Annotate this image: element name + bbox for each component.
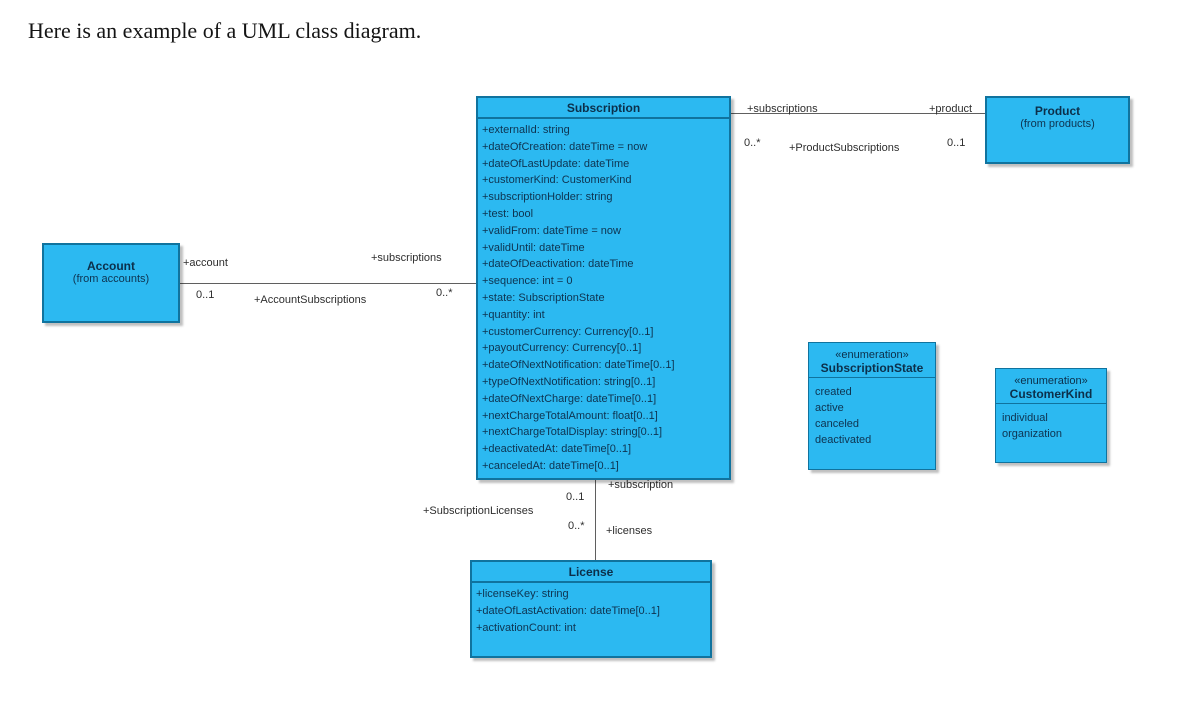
- attribute-list: +externalId: string +dateOfCreation: date…: [478, 119, 729, 478]
- enum-literal: deactivated: [815, 434, 872, 446]
- role-label-account: +account: [183, 257, 228, 269]
- attribute: +customerCurrency: Currency[0..1]: [482, 325, 654, 338]
- class-license: License +licenseKey: string +dateOfLastAc…: [470, 560, 712, 658]
- multiplicity-label-subscriptions-left: 0..*: [436, 287, 453, 299]
- enum-title: CustomerKind: [1009, 387, 1093, 401]
- attribute: +activationCount: int: [476, 621, 576, 634]
- class-header: Subscription: [478, 98, 729, 119]
- class-header: Account (from accounts): [44, 245, 178, 285]
- association-name-label-account-subscriptions: +AccountSubscriptions: [254, 294, 367, 306]
- enum-literal-list: individual organization: [996, 404, 1106, 448]
- attribute: +typeOfNextNotification: string[0..1]: [482, 375, 656, 388]
- enum-stereotype: «enumeration»: [835, 349, 909, 361]
- enum-stereotype: «enumeration»: [1014, 375, 1088, 387]
- multiplicity-label-licenses: 0..*: [568, 520, 585, 532]
- role-label-subscriptions-left: +subscriptions: [371, 252, 442, 264]
- association-name-label-product-subscriptions: +ProductSubscriptions: [789, 142, 900, 154]
- attribute: +licenseKey: string: [476, 588, 569, 600]
- enum-title: SubscriptionState: [820, 361, 924, 375]
- class-header: Product (from products): [987, 98, 1128, 130]
- page-heading: Here is an example of a UML class diagra…: [28, 18, 422, 43]
- attribute: +validFrom: dateTime = now: [482, 224, 621, 237]
- enum-literal-list: created active canceled deactivated: [809, 378, 935, 454]
- role-label-subscriptions-top: +subscriptions: [747, 103, 818, 115]
- enum-customer-kind: «enumeration» CustomerKind individual org…: [995, 368, 1107, 463]
- role-label-licenses: +licenses: [606, 525, 653, 537]
- attribute-list: +licenseKey: string +dateOfLastActivation…: [472, 583, 710, 639]
- enum-header: «enumeration» SubscriptionState: [809, 343, 935, 378]
- enum-literal: canceled: [815, 418, 860, 430]
- attribute: +nextChargeTotalAmount: float[0..1]: [482, 409, 658, 422]
- enum-literal: individual: [1002, 412, 1048, 424]
- attribute: +dateOfLastActivation: dateTime[0..1]: [476, 604, 660, 617]
- class-product: Product (from products): [985, 96, 1130, 164]
- class-account: Account (from accounts): [42, 243, 180, 323]
- role-label-product: +product: [929, 103, 973, 115]
- edge-subscription-license: [595, 474, 596, 560]
- attribute: +canceledAt: dateTime[0..1]: [482, 459, 619, 472]
- attribute: +sequence: int = 0: [482, 275, 573, 288]
- attribute: +nextChargeTotalDisplay: string[0..1]: [482, 426, 663, 439]
- class-title: Subscription: [566, 101, 641, 115]
- enum-literal: created: [815, 386, 852, 398]
- edge-account-subscription: [180, 283, 476, 284]
- class-title: Account: [87, 259, 135, 273]
- attribute: +dateOfCreation: dateTime = now: [482, 140, 648, 153]
- attribute: +subscriptionHolder: string: [482, 191, 613, 204]
- attribute: +test: bool: [482, 207, 534, 220]
- attribute: +quantity: int: [482, 308, 545, 321]
- class-package: (from accounts): [72, 273, 150, 285]
- enum-literal: active: [815, 402, 844, 414]
- class-title: Product: [1034, 104, 1081, 118]
- enum-literal: organization: [1002, 428, 1062, 440]
- attribute: +dateOfDeactivation: dateTime: [482, 258, 634, 271]
- attribute: +dateOfNextNotification: dateTime[0..1]: [482, 359, 675, 372]
- attribute: +customerKind: CustomerKind: [482, 174, 632, 187]
- attribute: +dateOfNextCharge: dateTime[0..1]: [482, 392, 657, 405]
- class-package: (from products): [1020, 118, 1095, 130]
- multiplicity-label-subscription-bottom: 0..1: [566, 491, 585, 503]
- multiplicity-label-account: 0..1: [196, 289, 215, 301]
- attribute: +state: SubscriptionState: [482, 291, 605, 304]
- attribute: +externalId: string: [482, 124, 570, 136]
- enum-subscription-state: «enumeration» SubscriptionState created a…: [808, 342, 936, 470]
- edge-subscription-product: [731, 113, 985, 114]
- attribute: +payoutCurrency: Currency[0..1]: [482, 342, 642, 355]
- class-subscription: Subscription +externalId: string +dateOfC…: [476, 96, 731, 480]
- enum-header: «enumeration» CustomerKind: [996, 369, 1106, 404]
- attribute: +dateOfLastUpdate: dateTime: [482, 157, 630, 170]
- class-title: License: [568, 565, 614, 579]
- role-label-subscription-bottom: +subscription: [608, 479, 674, 491]
- attribute: +validUntil: dateTime: [482, 241, 585, 254]
- association-name-label-subscription-licenses: +SubscriptionLicenses: [423, 505, 534, 517]
- attribute: +deactivatedAt: dateTime[0..1]: [482, 443, 632, 456]
- multiplicity-label-subscriptions-top: 0..*: [744, 137, 761, 149]
- multiplicity-label-product: 0..1: [947, 137, 966, 149]
- class-header: License: [472, 562, 710, 583]
